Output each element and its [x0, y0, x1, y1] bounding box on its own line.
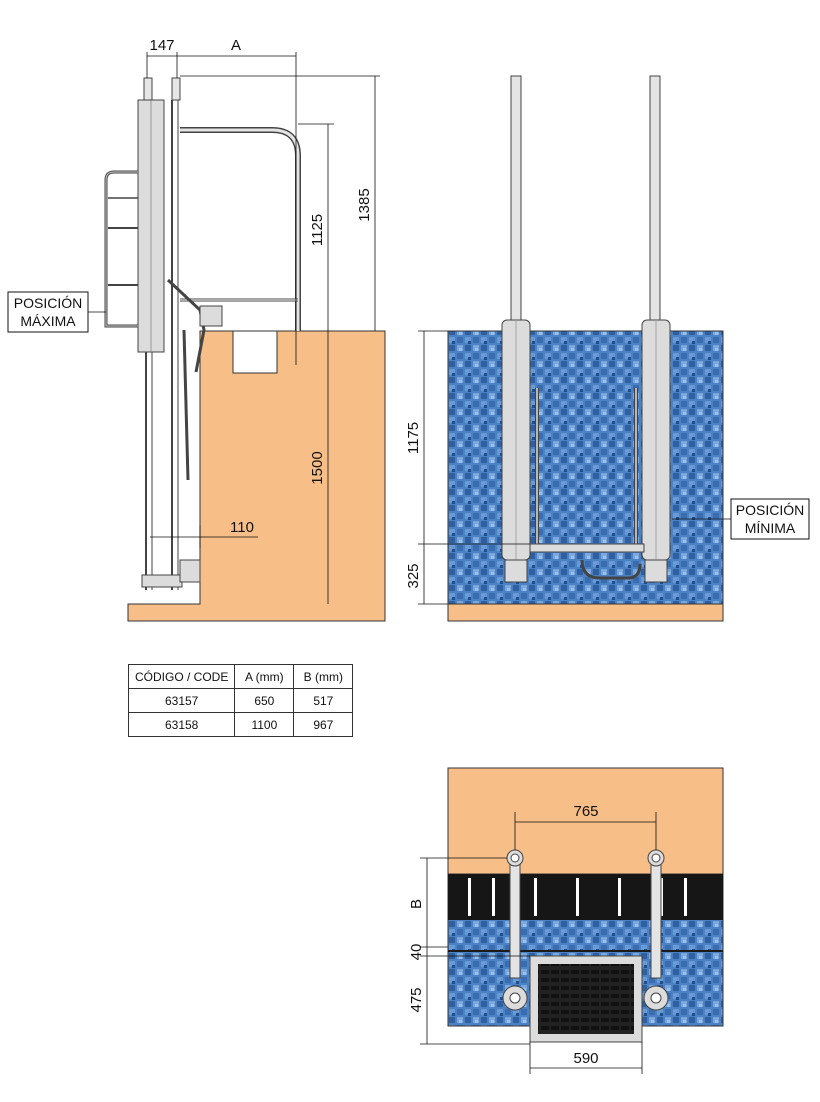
label-min-line1: POSICIÓN: [736, 502, 804, 518]
front-left-rod: [510, 75, 522, 321]
label-box-max: [7, 291, 89, 333]
top-view: 765 B 40 475 590: [408, 767, 724, 1074]
front-deck-strip: [447, 603, 724, 622]
skimmer-box: [232, 330, 278, 374]
front-water: [447, 330, 724, 605]
cell-b: 967: [293, 712, 354, 737]
dim-40: 40: [408, 944, 425, 961]
dim-1385: 1385: [356, 188, 373, 221]
label-max-line2: MÁXIMA: [20, 313, 76, 329]
dim-765: 765: [573, 803, 598, 820]
dim-1500: 1500: [309, 451, 326, 484]
cell-a: 1100: [234, 712, 295, 737]
gutter-grating: [448, 874, 723, 920]
cell-code: 63158: [127, 712, 236, 737]
front-view: 1175 325 POSICIÓN MÍNIMA: [405, 75, 810, 622]
dim-147: 147: [149, 37, 174, 54]
dim-110: 110: [230, 519, 254, 536]
dim-325: 325: [405, 563, 422, 588]
cell-code: 63157: [127, 688, 236, 713]
code-table-header: CÓDIGO / CODE A (mm) B (mm): [127, 664, 354, 689]
header-code: CÓDIGO / CODE: [127, 664, 236, 689]
side-deck-body: [127, 330, 386, 622]
side-view: 147 A 1385 1125 1500 110 POSICIÓN MÁXIMA: [7, 37, 386, 622]
cell-a: 650: [234, 688, 295, 713]
front-right-rod: [649, 75, 661, 321]
cell-b: 517: [293, 688, 354, 713]
label-box-min: [730, 498, 810, 540]
dim-A: A: [231, 37, 241, 54]
table-row: 63158 1100 967: [127, 712, 354, 737]
dim-B: B: [408, 899, 425, 909]
dim-590: 590: [573, 1050, 598, 1067]
code-table: CÓDIGO / CODE A (mm) B (mm) 63157 650 51…: [127, 664, 354, 737]
label-max-line1: POSICIÓN: [14, 295, 82, 311]
table-row: 63157 650 517: [127, 688, 354, 713]
label-min-line2: MÍNIMA: [745, 520, 796, 536]
header-b: B (mm): [293, 664, 354, 689]
dim-1175: 1175: [405, 422, 422, 454]
dim-1125: 1125: [309, 214, 326, 246]
dim-475: 475: [408, 987, 425, 1012]
header-a: A (mm): [234, 664, 295, 689]
